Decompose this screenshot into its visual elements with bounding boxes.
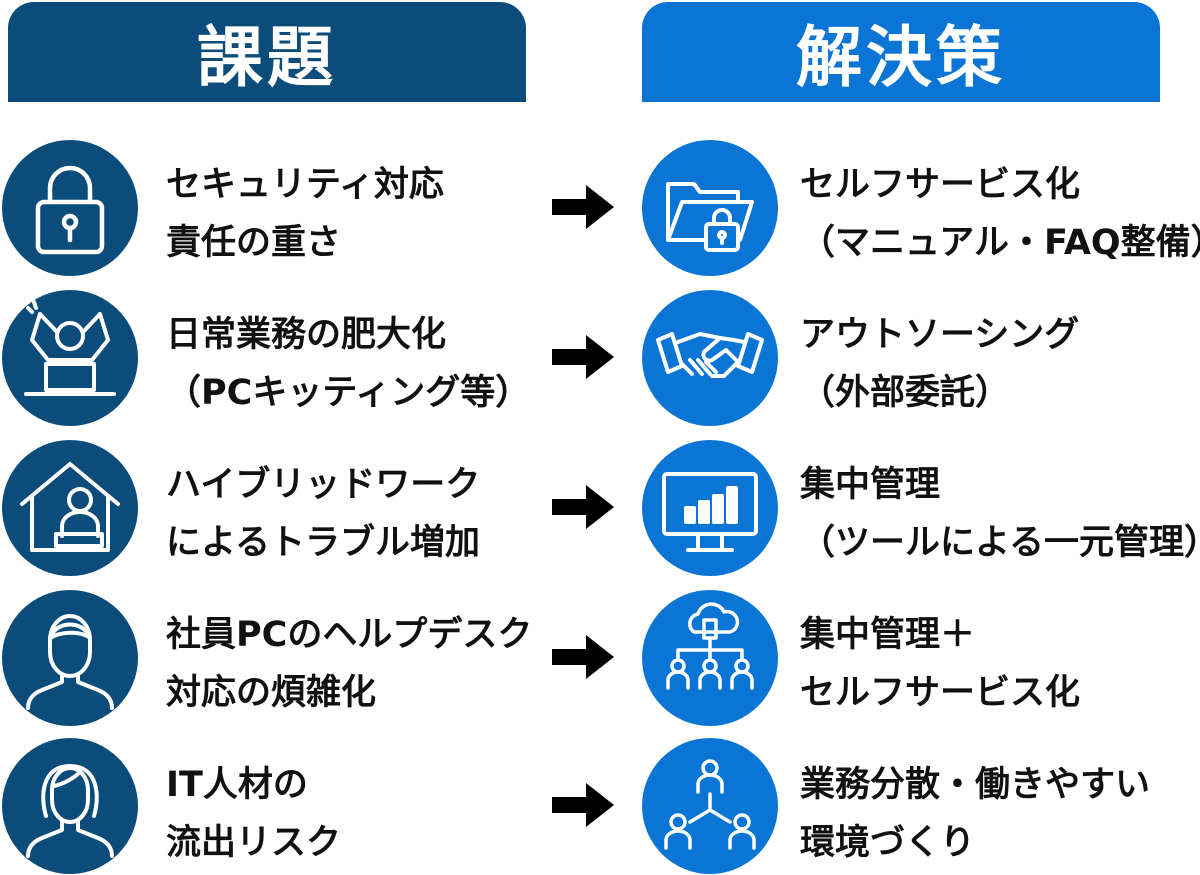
arrow-4 <box>552 635 614 679</box>
home-worker-icon <box>20 462 120 552</box>
problem-icon-circle-2 <box>2 290 138 426</box>
stressed-worker-icon <box>24 300 116 396</box>
right-arrow-icon <box>552 185 614 229</box>
problem-text-2: 日常業務の肥大化 （PCキッティング等） <box>166 315 531 413</box>
cloud-network-icon <box>666 602 754 690</box>
arrow-5 <box>552 783 614 827</box>
problem-icon-circle-4 <box>2 590 138 726</box>
solution-icon-circle-2 <box>642 290 778 426</box>
male-user-icon <box>26 614 114 710</box>
problem-icon-circle-3 <box>2 440 138 576</box>
solution-text-5: 業務分散・働きやすい 環境づくり <box>800 765 1151 863</box>
lock-icon <box>35 165 105 255</box>
team-network-icon <box>664 759 756 850</box>
female-user-icon <box>26 764 114 858</box>
problem-text-5: IT人材の 流出リスク <box>166 765 342 863</box>
solution-text-2: アウトソーシング （外部委託） <box>800 315 1080 413</box>
arrow-3 <box>552 485 614 529</box>
solution-header: 解決策 <box>642 2 1160 102</box>
arrow-2 <box>552 335 614 379</box>
solution-header-label: 解決策 <box>796 19 1006 96</box>
problem-icon-circle-5 <box>2 738 138 874</box>
right-arrow-icon <box>552 485 614 529</box>
solution-text-1: セルフサービス化 （マニュアル・FAQ整備） <box>800 165 1200 263</box>
solution-icon-circle-5 <box>642 738 778 874</box>
right-arrow-icon <box>552 783 614 827</box>
problem-text-4: 社員PCのヘルプデスク 対応の煩雑化 <box>166 615 533 713</box>
right-arrow-icon <box>552 335 614 379</box>
solution-text-4: 集中管理＋ セルフサービス化 <box>800 615 1081 713</box>
solution-text-3: 集中管理 （ツールによる一元管理） <box>800 465 1200 563</box>
right-arrow-icon <box>552 635 614 679</box>
handshake-icon <box>656 332 764 378</box>
solution-icon-circle-1 <box>642 140 778 276</box>
arrow-1 <box>552 185 614 229</box>
problem-text-3: ハイブリッドワーク によるトラブル増加 <box>166 465 481 563</box>
problem-header: 課題 <box>8 2 526 102</box>
solution-icon-circle-3 <box>642 440 778 576</box>
folder-lock-icon <box>666 182 754 252</box>
problem-header-label: 課題 <box>197 19 337 96</box>
monitor-chart-icon <box>662 472 758 552</box>
problem-text-1: セキュリティ対応 責任の重さ <box>166 165 444 263</box>
solution-icon-circle-4 <box>642 590 778 726</box>
problem-icon-circle-1 <box>2 140 138 276</box>
